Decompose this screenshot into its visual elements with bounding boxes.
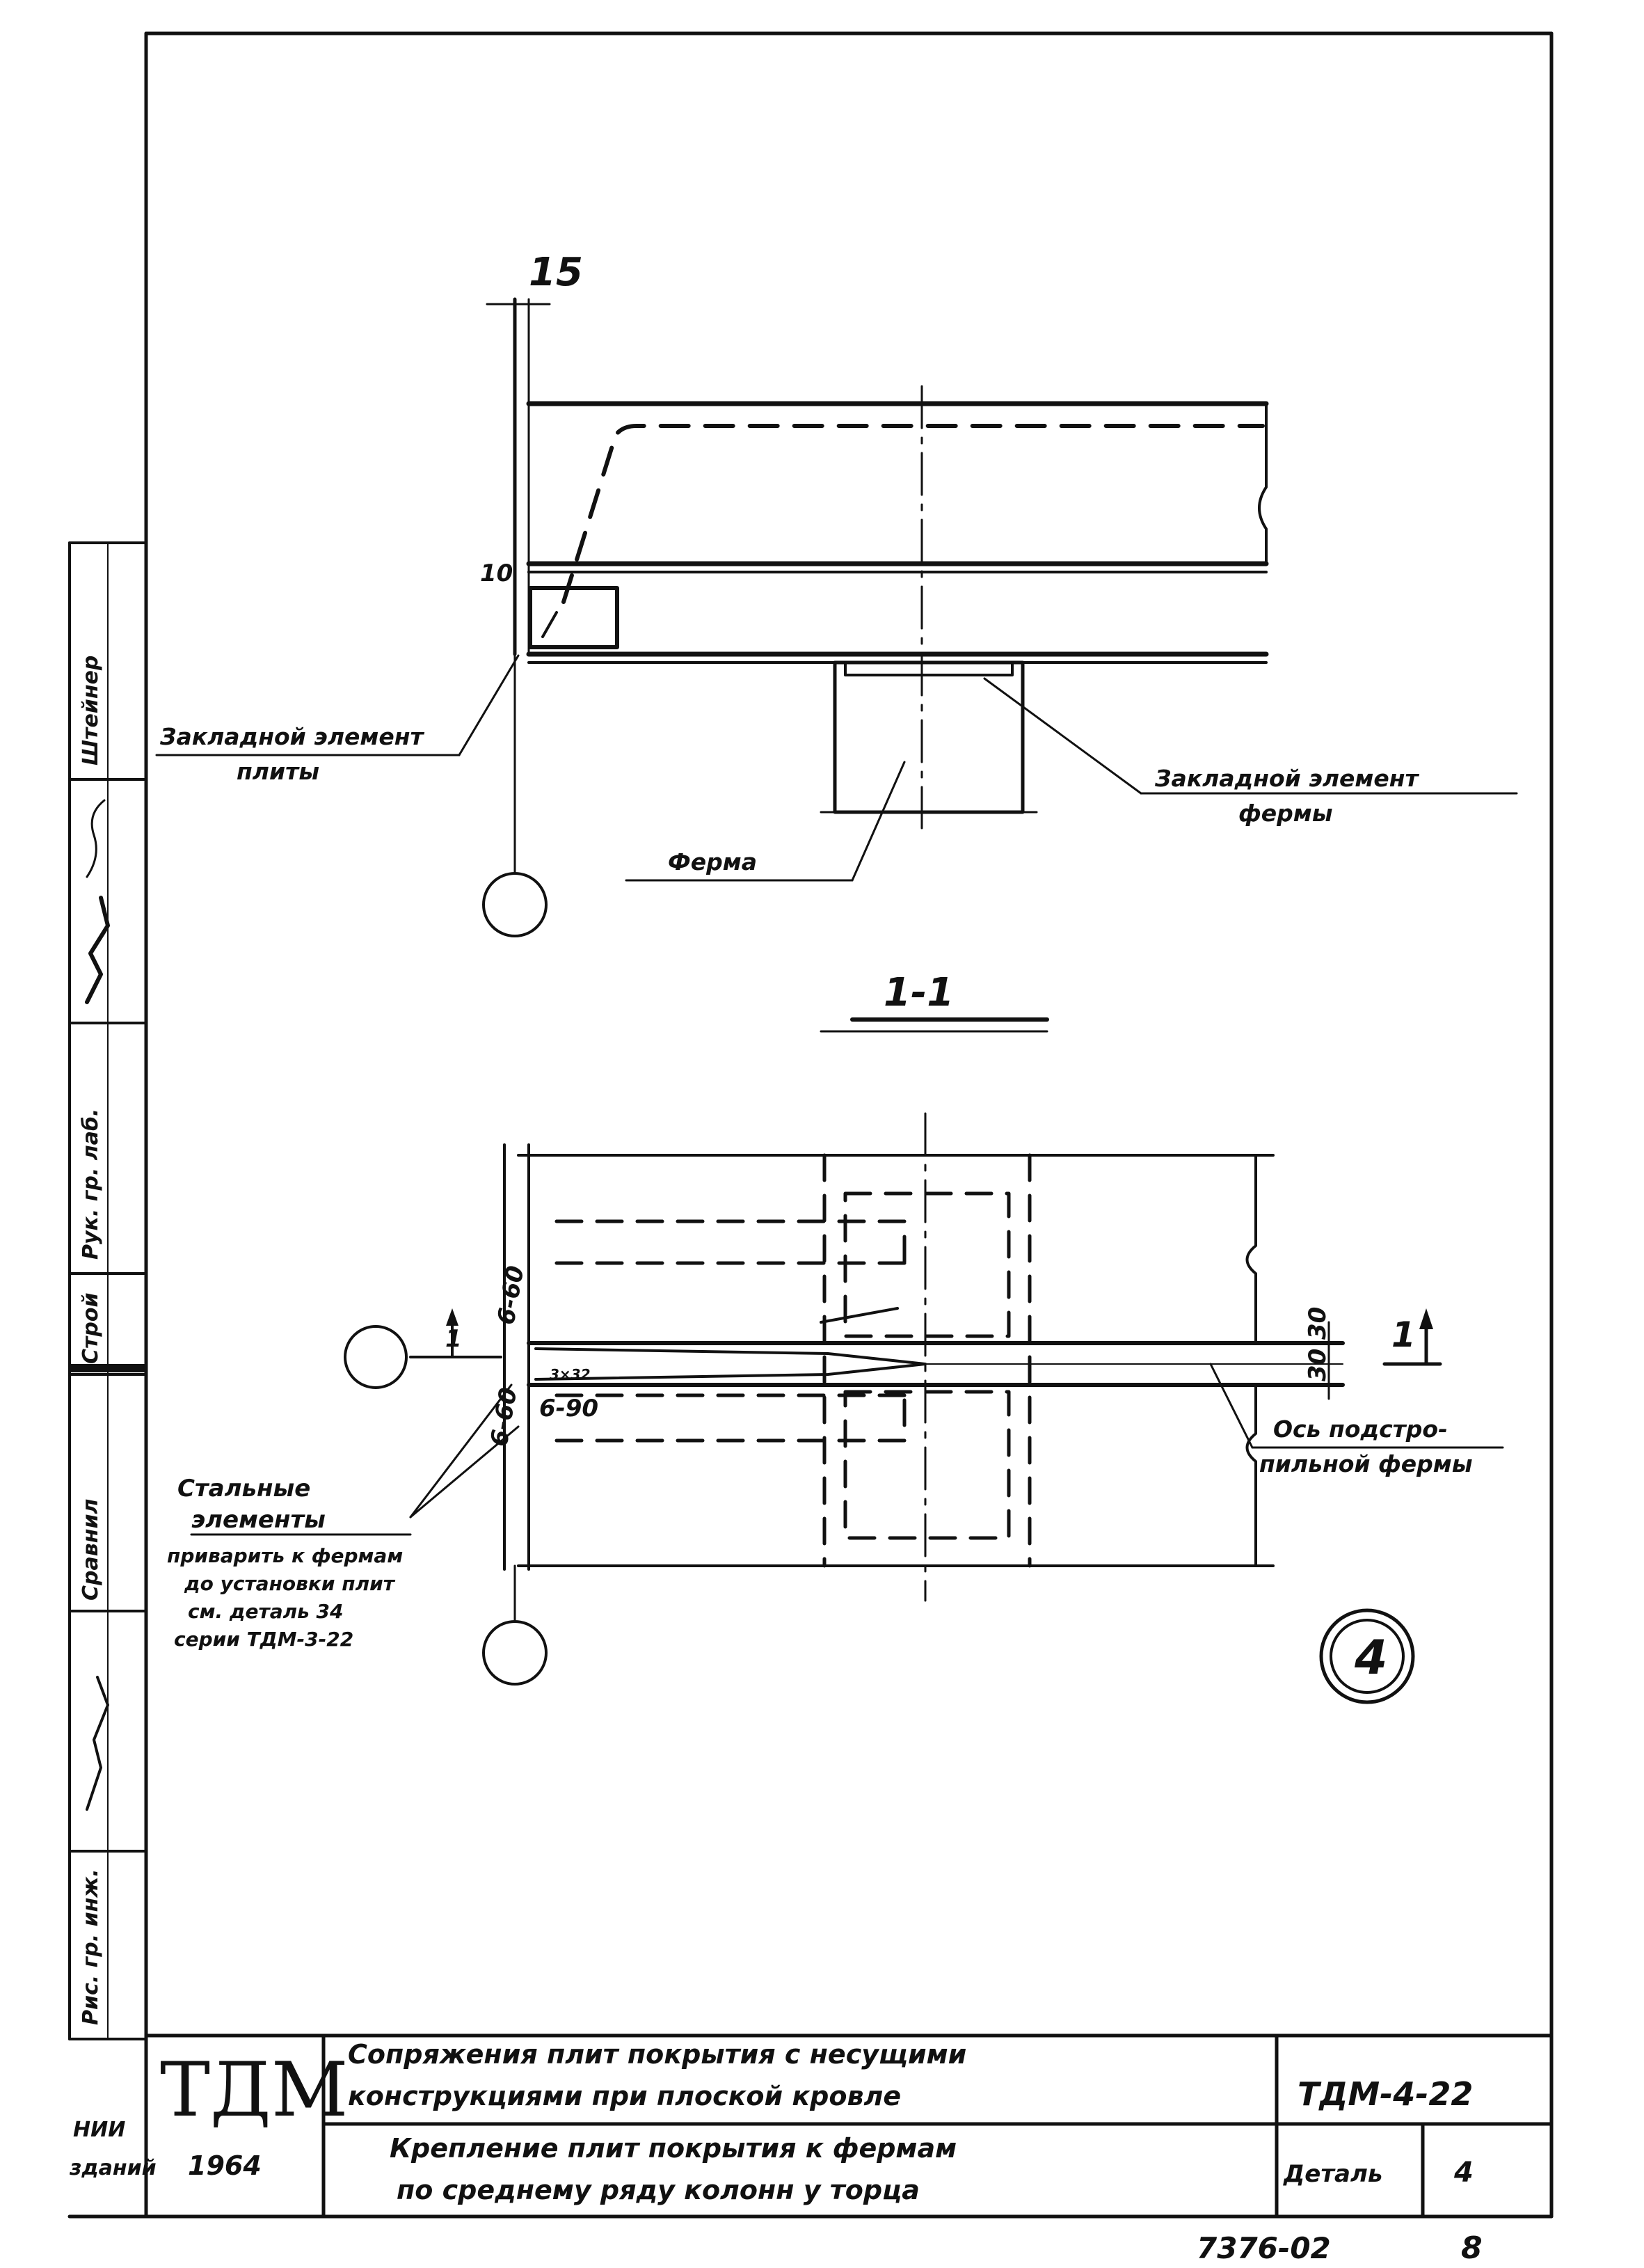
section-arrow-left [446,1308,458,1326]
callout-axis-2: пильной фермы [1259,1450,1473,1477]
callout-truss: Ферма [668,848,757,875]
axis-bubble-mid [344,1325,408,1389]
detail-label: Деталь [1283,2160,1382,2188]
callout-steel-5: см. деталь 34 [188,1600,344,1623]
small-note: 3×32 [550,1366,591,1383]
footer: 7376-02 8 [1197,2230,1483,2266]
callout-plate-embed-2: плиты [237,758,319,785]
callout-steel-2: элементы [191,1506,326,1534]
left-fragment-1: НИИ [73,2118,125,2142]
detail-marker-outer [1319,1608,1415,1704]
stamp-cell-3: Рук. гр. лаб. [79,1109,103,1260]
detail-number: 4 [1453,2157,1474,2189]
title-block: ТДМ 1964 НИИ зданий Сопряжения плит покр… [69,2033,1554,2219]
section-arrow [1419,1308,1433,1329]
dim-30-top: 30 [1304,1307,1332,1340]
callout-truss-embed-2: фермы [1238,800,1333,827]
weld-taper [534,1347,927,1381]
org-logo: ТДМ [160,2047,348,2134]
plate-embed-box [528,586,619,649]
weld-top: 6-60 [492,1264,529,1327]
plan-break-bottom [1245,1383,1257,1567]
detail-marker-inner [1330,1619,1405,1694]
plate-rebar-dashed [561,424,1265,604]
callout-steel-3: приварить к фермам [167,1544,403,1567]
subtitle-line-1: Крепление плит покрытия к фермам [390,2133,957,2164]
dim-30-bottom: 30 [1304,1349,1332,1381]
detail-marker-number: 4 [1354,1631,1387,1686]
callout-plate-embed-1: Закладной элемент [159,723,425,750]
truss-embed [844,661,1014,676]
callout-steel-4: до установки плит [184,1572,396,1595]
sheet-frame [67,31,1554,2219]
plan-break-top [1245,1154,1257,1345]
axis-bubble-bottom [482,1620,548,1686]
callout-steel-6: серии ТДМ-3-22 [174,1628,353,1651]
section-marker-left: 1 [445,1325,462,1353]
stamp-cell-5: Сравнил [79,1499,103,1601]
plate-break [1258,402,1268,565]
stamp-signature-3 [86,1676,109,1811]
callout-axis-1: Ось подстро- [1273,1415,1448,1443]
side-stamp: Штейнер Рук. гр. лаб. Строй Сравнил Рис.… [68,541,147,2040]
section-marker-right: 1 [1391,1315,1416,1355]
section-title: 1-1 [884,970,954,1015]
series-code: ТДМ-4-22 [1298,2075,1473,2113]
stamp-signature-2 [85,896,110,1004]
stamp-cell-1: Штейнер [79,656,103,766]
dim-top-gap: 15 [529,250,583,295]
callout-truss-embed-1: Закладной элемент [1154,765,1420,792]
weld-length: 6-90 [539,1395,598,1422]
title-line-1: Сопряжения плит покрытия с несущими [348,2039,966,2070]
subtitle-line-2: по среднему ряду колонн у торца [397,2175,920,2205]
page-number: 8 [1461,2230,1483,2266]
callout-steel-1: Стальные [177,1475,310,1502]
sheet-code: 7376-02 [1197,2231,1331,2265]
stamp-signature-1 [86,799,106,878]
stamp-bar [70,1364,146,1372]
stamp-cell-4: Строй [79,1292,103,1364]
plan-view: 30 30 1 1 6-60 6-60 6-90 3×32 Ось подстр… [167,1112,1504,1704]
section-view: 15 10 Закладной элемент плиты Закладной … [155,250,1518,937]
year: 1964 [188,2150,262,2181]
stamp-cell-7: Рис. гр. инж. [79,1869,103,2025]
dim-10: 10 [480,560,513,587]
left-fragment-2: зданий [69,2156,157,2180]
axis-bubble-top [482,872,548,937]
section-label: 1-1 [820,970,1049,1033]
title-line-2: конструкциями при плоской кровле [348,2081,901,2111]
